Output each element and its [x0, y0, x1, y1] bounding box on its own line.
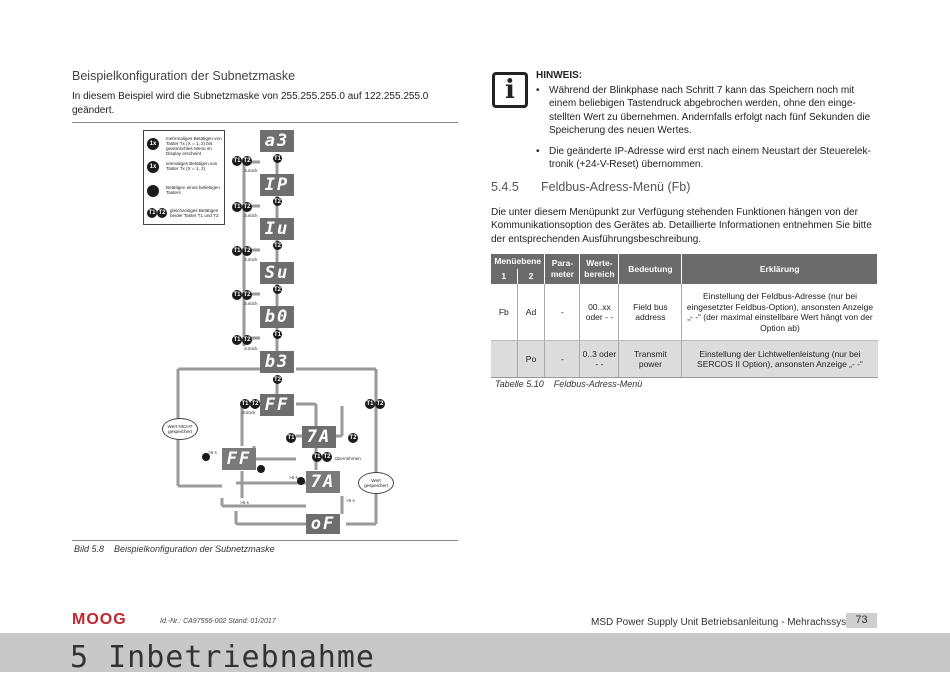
- label-zurueck: zurück: [242, 410, 256, 415]
- col-expl: Erklärung: [681, 254, 878, 284]
- marker-t2: T2: [273, 285, 282, 294]
- marker-t1: T1: [232, 202, 242, 212]
- page-number: 73: [846, 613, 877, 628]
- display-b3: b3: [260, 351, 294, 373]
- display-a3: a3: [260, 130, 294, 152]
- note-item: Während der Blinkphase nach Schritt 7 ka…: [536, 84, 876, 138]
- label-zurueck: zurück: [244, 168, 258, 173]
- marker-t2: T2: [242, 246, 252, 256]
- display-of: oF: [306, 514, 340, 534]
- marker-t1: T1: [365, 399, 375, 409]
- not-saved-note: Wert NICHT gespeichert: [162, 418, 198, 440]
- footer-bar: [0, 633, 950, 672]
- label-zurueck: zurück: [244, 346, 258, 351]
- marker-t2: T2: [322, 452, 332, 462]
- col-meaning: Bedeutung: [618, 254, 683, 284]
- label-uebernehmen: übernehmen: [335, 456, 361, 461]
- label-gt5s: >5 s: [289, 475, 298, 480]
- display-ff-blink: FF: [222, 448, 256, 470]
- label-zurueck: zurück: [244, 301, 258, 306]
- marker-t2: T2: [242, 290, 252, 300]
- marker-t1: T1: [273, 330, 282, 339]
- chapter-title: 5 Inbetriebnahme: [70, 640, 375, 675]
- legend-symbol: 1x: [147, 138, 159, 150]
- display-ff: FF: [260, 394, 294, 416]
- info-icon: i: [492, 72, 528, 108]
- marker-t2: T2: [242, 202, 252, 212]
- display-7a-blink: 7A: [306, 471, 340, 493]
- moog-logo: MOOG: [72, 611, 127, 628]
- label-zurueck: zurück: [244, 257, 258, 262]
- marker-t2: T2: [242, 335, 252, 345]
- col-range: Werte-bereich: [579, 254, 620, 284]
- display-b0: b0: [260, 306, 294, 328]
- display-ip: IP: [260, 174, 294, 196]
- doc-id: Id.-Nr.: CA97556-002 Stand: 01/2017: [160, 618, 276, 625]
- marker-t1: T1: [232, 246, 242, 256]
- marker-t1: T1: [312, 452, 322, 462]
- display-su: Su: [260, 262, 294, 284]
- marker-t2: T2: [375, 399, 385, 409]
- legend-symbol-t1: T1: [147, 208, 157, 218]
- divider: [72, 122, 458, 123]
- label-zurueck: zurück: [244, 213, 258, 218]
- note-list: Während der Blinkphase nach Schritt 7 ka…: [536, 84, 876, 178]
- label-gt5s: >5 s: [346, 498, 355, 503]
- legend: 1x mehrmaliges Betätigen von Taster Tx (…: [143, 130, 225, 225]
- display-iu: Iu: [260, 218, 294, 240]
- section-paragraph: Die unter diesem Menüpunkt zur Verfügung…: [491, 207, 872, 245]
- subnet-mask-figure: 1x mehrmaliges Betätigen von Taster Tx (…: [136, 126, 436, 538]
- intro-text: In diesem Beispiel wird die Subnetzmaske…: [72, 91, 429, 116]
- divider: [72, 540, 458, 541]
- marker-t2: T2: [273, 241, 282, 250]
- legend-symbol: [147, 185, 159, 197]
- feldbus-table: Menüebene Para-meter Werte-bereich Bedeu…: [491, 254, 878, 378]
- marker-t1: T1: [232, 335, 242, 345]
- table-row: Po - 0..3 oder - - Transmit power Einste…: [491, 340, 878, 378]
- display-7a: 7A: [302, 426, 336, 448]
- any-key-marker: [297, 477, 305, 485]
- marker-t2: T2: [242, 156, 252, 166]
- marker-t1: T1: [286, 433, 296, 443]
- section-title: Beispielkonfiguration der Subnetzmaske: [72, 69, 296, 83]
- col-menu: Menüebene: [491, 254, 546, 269]
- marker-t2: T2: [348, 433, 358, 443]
- col-param: Para-meter: [544, 254, 581, 284]
- legend-symbol-t2: T2: [157, 208, 167, 218]
- marker-t1: T1: [232, 156, 242, 166]
- marker-t2: T2: [250, 399, 260, 409]
- saved-note: Wert gespeichert: [358, 472, 394, 494]
- marker-t1: T1: [240, 399, 250, 409]
- any-key-marker: [202, 453, 210, 461]
- table-row: Fb Ad - 00..xx oder - - Field bus addres…: [491, 284, 878, 341]
- doc-title: MSD Power Supply Unit Betriebsanleitung …: [591, 617, 863, 628]
- note-title: HINWEIS:: [536, 70, 583, 81]
- any-key-marker: [257, 465, 265, 473]
- label-gt5s: >5 s: [208, 450, 217, 455]
- note-item: Die geänderte IP-Adresse wird erst nach …: [536, 145, 876, 172]
- col-m2: 2: [517, 269, 546, 284]
- marker-t1: T1: [232, 290, 242, 300]
- label-gt5s: >5 s: [240, 500, 249, 505]
- col-m1: 1: [491, 269, 518, 284]
- legend-symbol: 1x: [147, 161, 159, 173]
- marker-t2: T2: [273, 197, 282, 206]
- marker-t2: T2: [273, 375, 282, 384]
- marker-t1: T1: [273, 154, 282, 163]
